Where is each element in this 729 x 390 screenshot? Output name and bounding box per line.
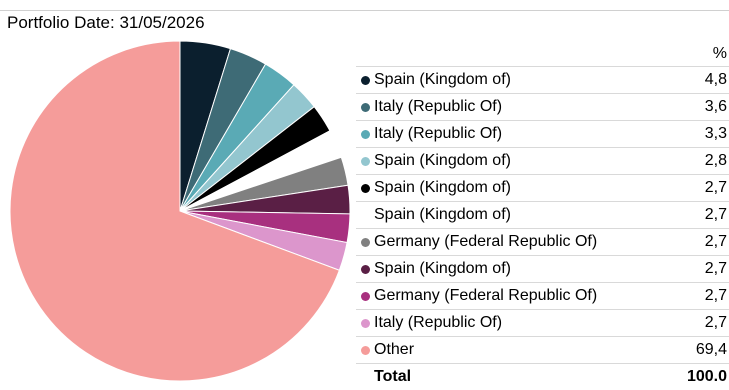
legend-row: Germany (Federal Republic Of) 2,7 <box>356 283 729 310</box>
legend-swatch-icon <box>361 237 370 247</box>
legend-row: Spain (Kingdom of) 2,7 <box>356 175 729 202</box>
top-divider <box>0 10 729 11</box>
legend-label: Spain (Kingdom of) <box>374 71 511 88</box>
legend-label: Germany (Federal Republic Of) <box>374 287 598 304</box>
legend-label: Germany (Federal Republic Of) <box>374 233 598 250</box>
legend-value: 2,7 <box>704 260 727 277</box>
legend-unit-header: % <box>712 45 727 62</box>
total-label: Total <box>374 368 412 385</box>
legend-row: Italy (Republic Of) 3,3 <box>356 121 729 148</box>
legend-label: Spain (Kingdom of) <box>374 206 511 223</box>
legend-label: Italy (Republic Of) <box>374 98 503 115</box>
legend-swatch-icon <box>361 291 370 301</box>
legend-row: Spain (Kingdom of) 2,8 <box>356 148 729 175</box>
legend-value: 4,8 <box>704 71 727 88</box>
legend-swatch-icon <box>361 318 370 328</box>
legend-value: 3,3 <box>704 125 727 142</box>
legend-row: Spain (Kingdom of) 2,7 <box>356 256 729 283</box>
legend-row: Spain (Kingdom of) 4,8 <box>356 66 729 94</box>
legend-value: 2,7 <box>704 287 727 304</box>
legend-label: Italy (Republic Of) <box>374 314 503 331</box>
legend-label: Spain (Kingdom of) <box>374 152 511 169</box>
legend-label: Other <box>374 341 415 358</box>
legend-label: Spain (Kingdom of) <box>374 179 511 196</box>
legend-swatch-icon <box>361 75 370 85</box>
legend-swatch-icon <box>361 102 370 112</box>
pie-slice-11 <box>9 40 340 382</box>
legend-swatch-icon <box>361 129 370 139</box>
legend-value: 69,4 <box>695 341 727 358</box>
total-value: 100.0 <box>686 368 727 385</box>
legend-label: Italy (Republic Of) <box>374 125 503 142</box>
legend-value: 2,7 <box>704 233 727 250</box>
legend-row: Other 69,4 <box>356 337 729 364</box>
legend-value: 3,6 <box>704 98 727 115</box>
legend-row: Spain (Kingdom of) 2,7 <box>356 202 729 229</box>
legend-total-row: Total 100.0 <box>356 364 729 390</box>
legend-row: Germany (Federal Republic Of) 2,7 <box>356 229 729 256</box>
legend-value: 2,7 <box>704 206 727 223</box>
legend-row: Italy (Republic Of) 3,6 <box>356 94 729 121</box>
legend-value: 2,7 <box>704 179 727 196</box>
portfolio-date: Portfolio Date: 31/05/2026 <box>7 13 205 32</box>
legend-swatch-icon <box>361 156 370 166</box>
legend-value: 2,8 <box>704 152 727 169</box>
legend-swatch-icon <box>361 210 370 220</box>
legend-swatch-icon <box>361 345 370 355</box>
legend-swatch-icon <box>361 183 370 193</box>
legend-row: Italy (Republic Of) 2,7 <box>356 310 729 337</box>
legend-swatch-icon <box>361 264 370 274</box>
legend-value: 2,7 <box>704 314 727 331</box>
pie-chart <box>9 40 351 382</box>
legend-label: Spain (Kingdom of) <box>374 260 511 277</box>
